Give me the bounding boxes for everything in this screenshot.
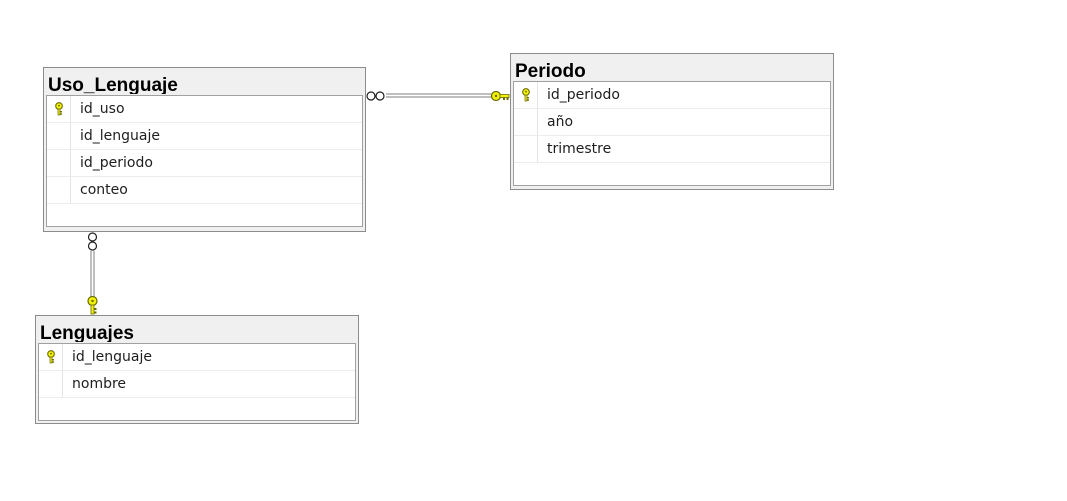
row-selector — [47, 177, 71, 203]
column-row-conteo[interactable]: conteo — [47, 177, 362, 204]
empty-row-area — [47, 204, 362, 226]
many-infinity-icon — [366, 91, 385, 101]
row-selector — [47, 96, 71, 122]
column-list: id_uso id_lenguaje id_periodo conteo — [46, 95, 363, 227]
column-name: conteo — [80, 182, 128, 198]
column-row-id-periodo[interactable]: id_periodo — [47, 150, 362, 177]
column-name: id_lenguaje — [80, 128, 160, 144]
primary-key-icon — [47, 350, 55, 364]
column-row-ano[interactable]: año — [514, 109, 830, 136]
relationship-uso-periodo[interactable] — [366, 90, 510, 102]
many-infinity-icon — [87, 232, 98, 251]
column-name: trimestre — [547, 141, 612, 157]
row-selector — [47, 150, 71, 176]
column-name: id_lenguaje — [72, 349, 152, 365]
table-title: Lenguajes — [40, 324, 134, 342]
column-name: nombre — [72, 376, 127, 392]
relationship-uso-lenguajes[interactable] — [87, 232, 98, 315]
table-lenguajes[interactable]: Lenguajes id_lenguaje nombre — [35, 315, 359, 424]
primary-key-icon — [55, 102, 63, 116]
column-name: año — [547, 114, 574, 130]
row-selector — [514, 82, 538, 108]
row-selector — [39, 371, 63, 397]
row-selector — [514, 109, 538, 135]
column-row-trimestre[interactable]: trimestre — [514, 136, 830, 163]
column-row-id-periodo[interactable]: id_periodo — [514, 82, 830, 109]
column-list: id_periodo año trimestre — [513, 81, 831, 186]
empty-row-area — [514, 163, 830, 185]
primary-key-icon — [522, 88, 530, 102]
row-selector — [47, 123, 71, 149]
table-uso-lenguaje[interactable]: Uso_Lenguaje id_uso id_lenguaje id_perio… — [43, 67, 366, 232]
key-icon — [490, 90, 510, 102]
column-row-nombre[interactable]: nombre — [39, 371, 355, 398]
table-title: Periodo — [515, 62, 586, 80]
table-periodo[interactable]: Periodo id_periodo año trimestre — [510, 53, 834, 190]
column-list: id_lenguaje nombre — [38, 343, 356, 421]
column-row-id-lenguaje[interactable]: id_lenguaje — [47, 123, 362, 150]
column-row-id-uso[interactable]: id_uso — [47, 96, 362, 123]
column-name: id_periodo — [547, 87, 620, 103]
column-name: id_uso — [80, 101, 125, 117]
row-selector — [514, 136, 538, 162]
empty-row-area — [39, 398, 355, 420]
table-title: Uso_Lenguaje — [48, 76, 178, 94]
key-icon — [87, 295, 98, 315]
column-name: id_periodo — [80, 155, 153, 171]
row-selector — [39, 344, 63, 370]
column-row-id-lenguaje[interactable]: id_lenguaje — [39, 344, 355, 371]
